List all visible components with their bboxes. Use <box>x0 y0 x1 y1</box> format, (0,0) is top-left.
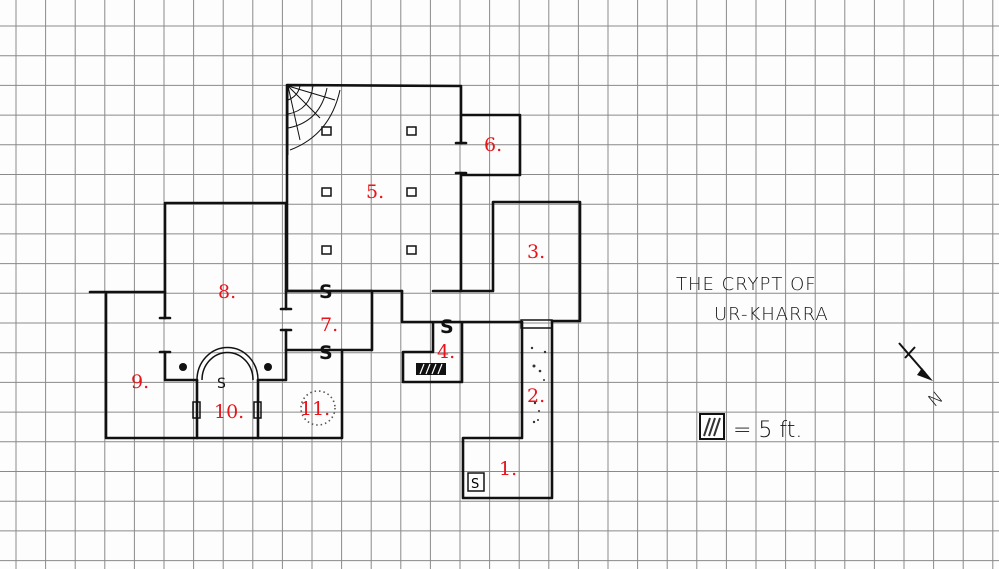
door-east <box>253 401 262 419</box>
room-2-walls <box>461 319 554 500</box>
room-6-walls <box>459 113 522 177</box>
room-7-walls <box>284 289 374 352</box>
room-label-6: 6. <box>484 134 502 156</box>
room-label-8: 8. <box>218 281 236 303</box>
stairs-box <box>467 472 485 492</box>
statue-dot <box>179 363 187 371</box>
door-ticks <box>158 141 468 354</box>
room-label-9: 9. <box>131 371 149 393</box>
cobweb-icon <box>287 85 345 155</box>
room-label-5: 5. <box>366 181 384 203</box>
room-2-ledge <box>520 319 553 329</box>
compass-arrow-icon <box>898 342 933 381</box>
scale-legend-text: = 5 ft. <box>733 418 802 443</box>
room-label-3: 3. <box>527 241 545 263</box>
magic-circle <box>300 390 336 426</box>
room-10-walls <box>195 378 260 440</box>
map-title-line2: UR-KHARRA <box>714 304 829 325</box>
room-9-walls <box>88 290 344 440</box>
room-label-11: 11. <box>300 398 330 420</box>
room-label-7: 7. <box>320 314 338 336</box>
statue-dot <box>264 363 272 371</box>
room-8-walls <box>163 201 288 382</box>
pillar <box>321 187 332 197</box>
pillar <box>406 187 417 197</box>
secret-door-mark: S <box>440 316 454 338</box>
pillar <box>406 245 417 255</box>
room-label-1: 1. <box>499 458 517 480</box>
map-title-line1: THE CRYPT OF <box>676 274 817 295</box>
pillar <box>321 126 332 136</box>
room-label-10: 10. <box>214 401 244 423</box>
rubble <box>530 346 547 424</box>
room-label-2: 2. <box>527 385 545 407</box>
room-label-4: 4. <box>437 341 455 363</box>
pillars <box>321 126 417 255</box>
compass-north-label: N <box>925 388 948 411</box>
room-4-walls <box>400 289 524 384</box>
secret-door-mark: S <box>471 477 479 492</box>
arch <box>196 346 259 381</box>
secret-door-mark: S <box>319 342 333 364</box>
walls <box>88 83 582 500</box>
secret-door-mark: S <box>217 376 226 392</box>
pillar <box>321 245 332 255</box>
room-5-walls <box>285 83 463 293</box>
secret-door-mark: S <box>319 281 333 303</box>
door-west <box>192 401 201 419</box>
room-3-walls <box>459 200 582 323</box>
scale-legend-icon <box>699 413 725 440</box>
pillar <box>406 126 417 136</box>
